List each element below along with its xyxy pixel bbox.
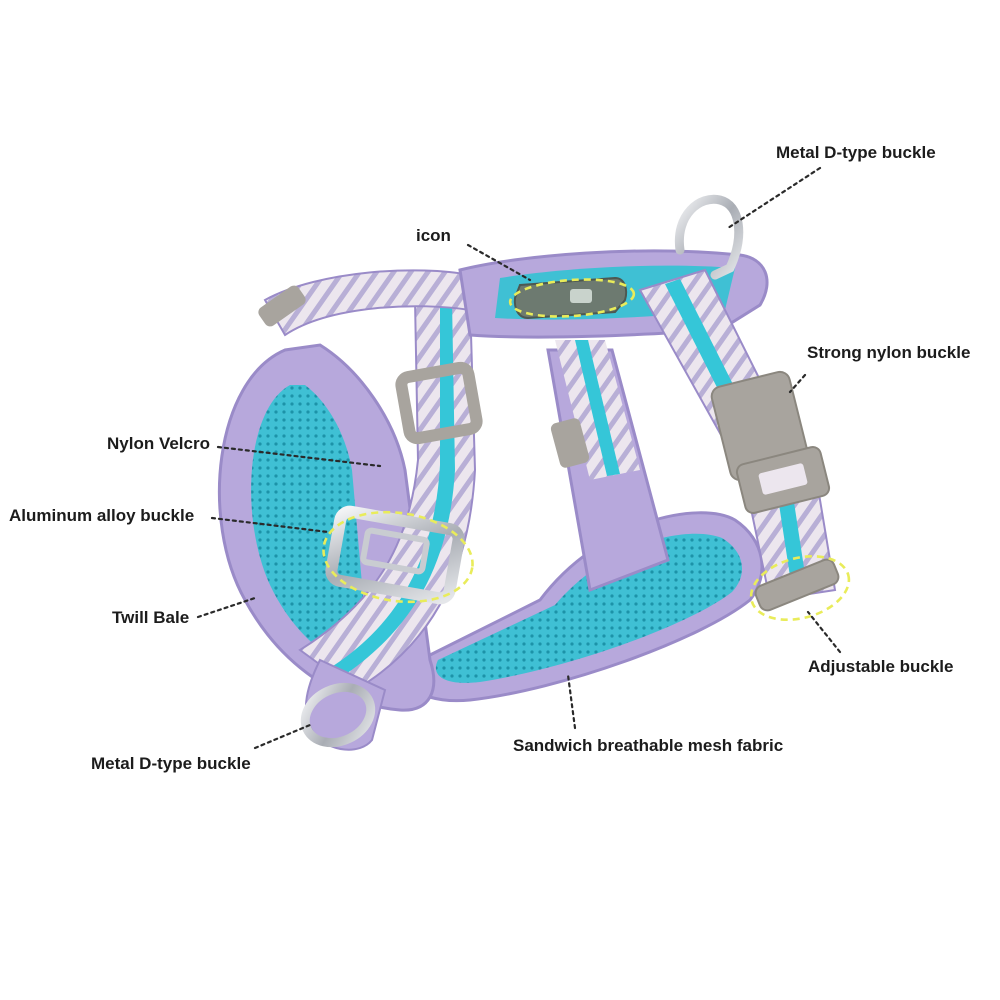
belly-strap-slider — [550, 418, 590, 468]
leader-nylon-buckle — [788, 373, 807, 394]
adjustable-buckle-part — [754, 558, 840, 612]
chest-plate-mesh — [435, 533, 743, 683]
label-adjustable-buckle: Adjustable buckle — [808, 657, 954, 676]
nylon-buckle — [710, 370, 831, 514]
leader-twill-bale — [196, 596, 257, 619]
aluminum-buckle-highlight — [322, 510, 474, 604]
neck-strap-slider — [258, 285, 306, 327]
leader-metal-d-bottom — [253, 723, 312, 750]
leader-nylon-velcro — [216, 445, 382, 468]
label-metal-d-buckle-bottom: Metal D-type buckle — [91, 754, 251, 773]
label-mesh-fabric: Sandwich breathable mesh fabric — [513, 736, 784, 755]
label-nylon-velcro: Nylon Velcro — [107, 434, 210, 453]
leader-mesh — [566, 673, 577, 730]
d-ring-bottom — [300, 658, 387, 751]
leader-aluminum — [210, 516, 330, 534]
aluminum-buckle — [325, 505, 465, 605]
leader-metal-d-top — [726, 166, 822, 230]
d-ring-top — [674, 194, 744, 280]
label-strong-nylon-buckle: Strong nylon buckle — [807, 343, 971, 362]
chest-slider — [395, 361, 483, 445]
leader-adjustable — [806, 610, 842, 654]
label-aluminum-alloy-buckle: Aluminum alloy buckle — [9, 506, 195, 525]
label-icon: icon — [416, 226, 451, 245]
label-twill-bale: Twill Bale — [112, 608, 190, 627]
icon-highlight — [508, 278, 636, 318]
adjustable-buckle-highlight — [749, 554, 851, 622]
leader-icon — [466, 243, 532, 282]
harness-body — [217, 194, 840, 751]
leader-lines — [196, 166, 842, 750]
label-metal-d-buckle-top: Metal D-type buckle — [776, 143, 936, 162]
